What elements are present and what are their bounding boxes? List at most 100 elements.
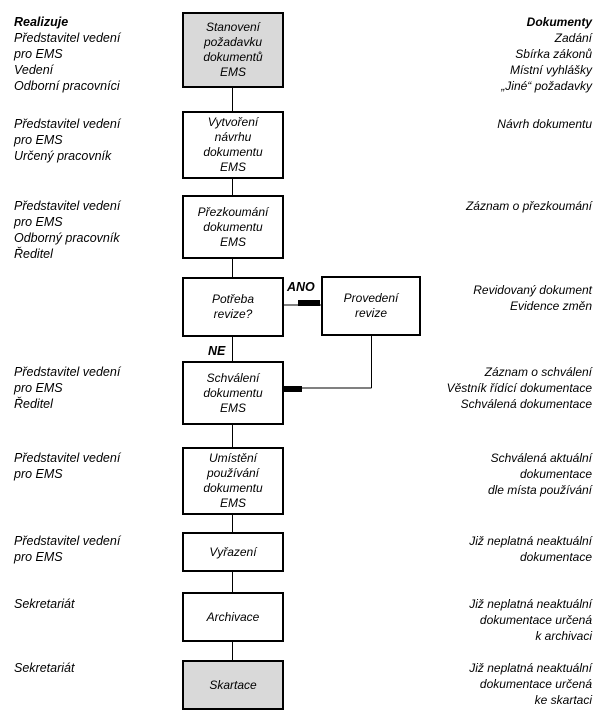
who-text: pro EMS [14,47,63,61]
doc-text: Schválená dokumentace [460,397,592,411]
step-box-schvaleni: Schválení dokumentu EMS [182,361,284,425]
who-text: pro EMS [14,467,63,481]
doc-text: Návrh dokumentu [497,117,592,131]
step-text: Vytvoření [207,115,259,129]
step-text: EMS [219,496,246,510]
left-column-group-5: Představitel vedení pro EMS Ředitel [14,364,184,412]
left-column-group-8: Sekretariát [14,596,184,612]
step-text: Přezkoumání [197,204,269,219]
doc-text: dokumentace určená [479,613,592,627]
step-text: Schválení [206,370,260,385]
step-text: Skartace [209,677,257,692]
doc-text: ke skartaci [534,693,592,707]
label-ano: ANO [287,280,315,294]
doc-text: dle místa používání [487,483,592,497]
right-column-group-1: Dokumenty Zadání Sbírka zákonů Místní vy… [392,14,592,94]
step-text: dokumentu [203,481,263,495]
doc-text: Záznam o schválení [484,365,592,379]
arrow-marker-yes [298,300,320,306]
step-text: EMS [219,400,246,415]
left-column-group-7: Představitel vedení pro EMS [14,533,184,565]
left-column-group-9: Sekretariát [14,660,184,676]
who-text: Ředitel [14,247,53,261]
right-column-group-3: Záznam o přezkoumání [392,198,592,214]
who-text: Vedení [14,63,54,77]
right-column-group-6: Schválená aktuální dokumentace dle místa… [392,450,592,498]
step-box-vyrazeni: Vyřazení [182,532,284,572]
who-text: Představitel vedení [14,199,121,213]
who-text: Sekretariát [14,597,75,611]
step-text: dokumentu [203,145,263,159]
who-text: Odborní pracovníci [14,79,120,93]
header-realizuje: Realizuje [14,15,69,29]
right-column-group-8: Již neplatná neaktuální dokumentace urče… [392,596,592,644]
doc-text: Již neplatná neaktuální [469,534,592,548]
step-text: dokumentu [203,385,263,400]
step-text: EMS [219,65,246,79]
step-box-prezkoumani: Přezkoumání dokumentu EMS [182,195,284,259]
right-column-group-7: Již neplatná neaktuální dokumentace [392,533,592,565]
doc-text: Místní vyhlášky [509,63,592,77]
step-box-stanoveni: Stanovení požadavku dokumentů EMS [182,12,284,88]
header-dokumenty: Dokumenty [526,15,592,29]
doc-text: Záznam o přezkoumání [465,199,592,213]
step-box-skartace: Skartace [182,660,284,710]
who-text: pro EMS [14,550,63,564]
step-text: dokumentu [203,219,263,234]
doc-text: Revidovaný dokument [473,283,592,297]
who-text: Určený pracovník [14,149,112,163]
doc-text: Již neplatná neaktuální [469,661,592,675]
who-text: Sekretariát [14,661,75,675]
doc-text: „Jiné“ požadavky [501,79,592,93]
step-text: používání [206,466,260,480]
who-text: Ředitel [14,397,53,411]
doc-text: dokumentace určená [479,677,592,691]
who-text: Představitel vedení [14,451,121,465]
who-text: pro EMS [14,133,63,147]
doc-text: k archivaci [535,629,592,643]
left-column-group-1: Realizuje Představitel vedení pro EMS Ve… [14,14,184,94]
step-box-umisteni: Umístění používání dokumentu EMS [182,447,284,515]
doc-text: dokumentace [519,467,592,481]
step-text: Umístění [208,451,257,465]
right-column-group-5: Záznam o schválení Věstník řídící dokume… [392,364,592,412]
right-column-group-9: Již neplatná neaktuální dokumentace urče… [392,660,592,708]
label-ne: NE [208,344,226,358]
step-box-vytvoreni: Vytvoření návrhu dokumentu EMS [182,111,284,179]
doc-text: Evidence změn [509,299,592,313]
who-text: Představitel vedení [14,117,121,131]
right-column-group-4: Revidovaný dokument Evidence změn [392,282,592,314]
step-text: EMS [219,234,246,249]
step-text: Potřeba [211,292,255,306]
step-text: dokumentů [203,50,263,64]
step-text: Provedení [343,291,399,305]
step-text: revize [354,306,387,320]
who-text: pro EMS [14,381,63,395]
doc-text: Sbírka zákonů [515,47,592,61]
who-text: Představitel vedení [14,31,121,45]
step-text: EMS [219,160,246,174]
decision-box-potreba-revize: Potřeba revize? [182,277,284,337]
right-column-group-2: Návrh dokumentu [392,116,592,132]
step-box-provedeni-revize: Provedení revize [321,276,421,336]
step-box-archivace: Archivace [182,592,284,642]
step-text: Archivace [206,609,260,624]
arrow-marker-back [284,386,302,392]
step-text: Stanovení [205,20,261,34]
who-text: Představitel vedení [14,365,121,379]
doc-text: dokumentace [519,550,592,564]
left-column-group-6: Představitel vedení pro EMS [14,450,184,482]
who-text: pro EMS [14,215,63,229]
who-text: Odborný pracovník [14,231,120,245]
step-text: revize? [213,307,253,321]
step-text: návrhu [214,130,252,144]
left-column-group-3: Představitel vedení pro EMS Odborný prac… [14,198,184,262]
step-text: požadavku [203,35,263,49]
step-text: Vyřazení [209,544,257,559]
doc-text: Již neplatná neaktuální [469,597,592,611]
who-text: Představitel vedení [14,534,121,548]
doc-text: Zadání [554,31,592,45]
doc-text: Věstník řídící dokumentace [446,381,592,395]
doc-text: Schválená aktuální [490,451,592,465]
left-column-group-2: Představitel vedení pro EMS Určený praco… [14,116,184,164]
